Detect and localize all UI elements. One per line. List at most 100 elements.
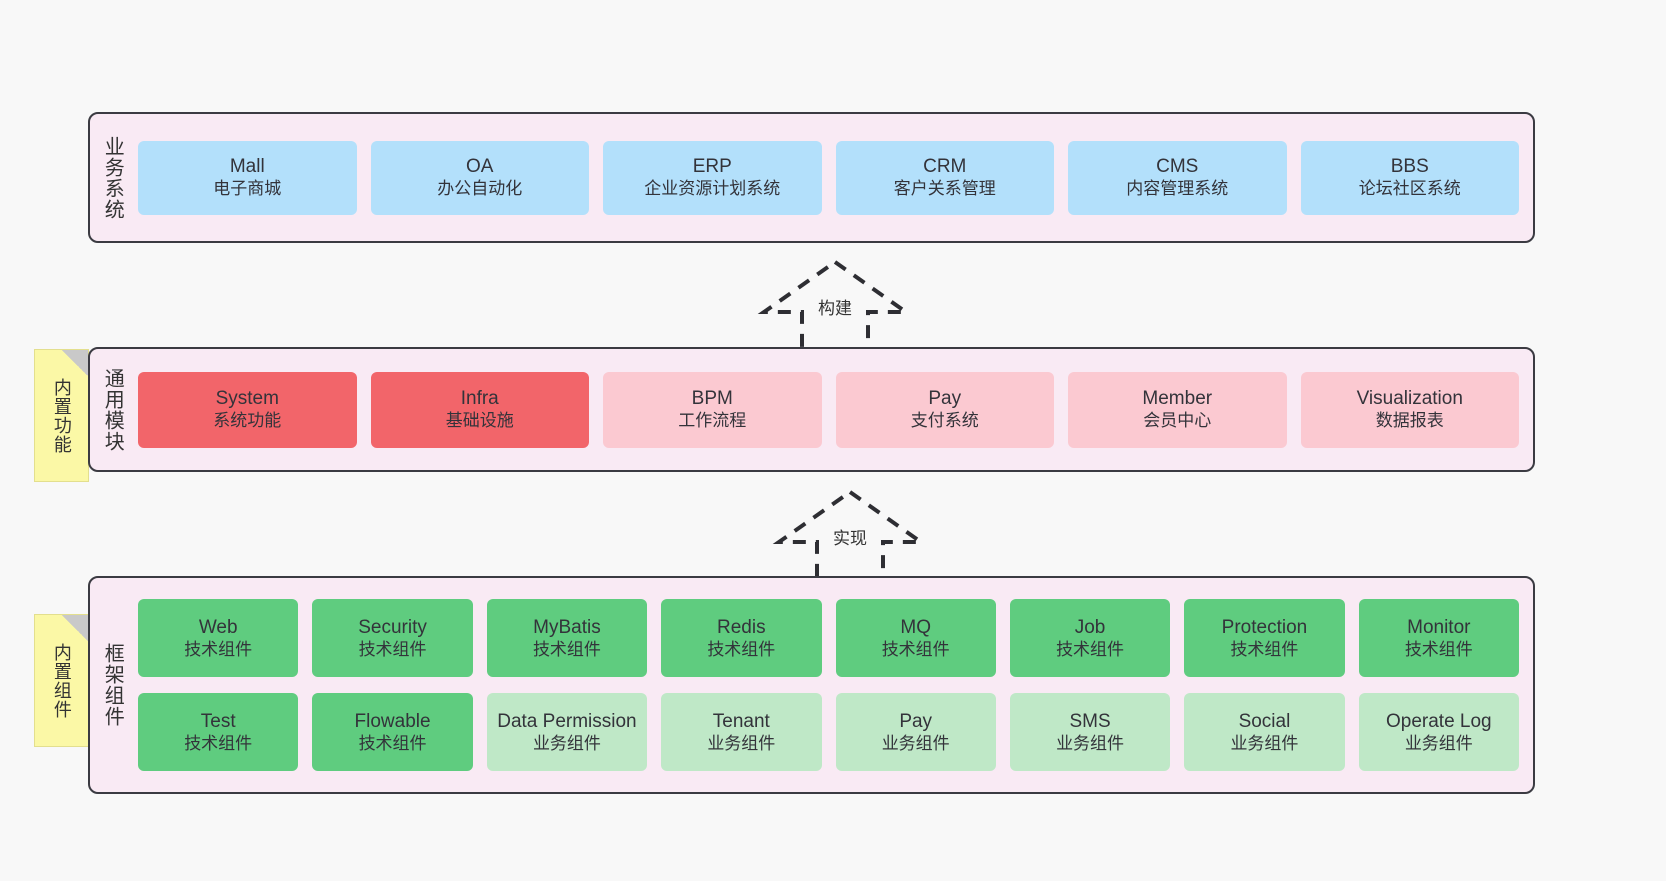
node-title: Pay — [928, 388, 962, 410]
node-visualization[interactable]: Visualization 数据报表 — [1300, 371, 1519, 448]
node-monitor[interactable]: Monitor 技术组件 — [1358, 599, 1519, 677]
node-member[interactable]: Member 会员中心 — [1068, 371, 1287, 448]
layer-framework-component: 框架组件 Web 技术组件 Security 技术组件 MyBatis 技术组件… — [88, 576, 1535, 794]
node-subtitle: 企业资源计划系统 — [644, 179, 781, 199]
node-subtitle: 技术组件 — [1230, 639, 1299, 659]
node-row: System 系统功能 Infra 基础设施 BPM 工作流程 Pay 支付系统… — [138, 371, 1519, 448]
node-redis[interactable]: Redis 技术组件 — [661, 599, 822, 677]
node-erp[interactable]: ERP 企业资源计划系统 — [603, 140, 822, 215]
node-bpm[interactable]: BPM 工作流程 — [603, 371, 822, 448]
sticky-note-builtin-component: 内置组件 — [34, 614, 89, 747]
layer-label-common-module: 通用模块 — [101, 367, 124, 452]
layer-body-business-system: Mall 电子商城 OA 办公自动化 ERP 企业资源计划系统 CRM 客户关系… — [134, 114, 1533, 241]
node-subtitle: 办公自动化 — [437, 179, 523, 199]
sticky-note-text: 内置组件 — [51, 642, 72, 719]
node-title: Infra — [460, 388, 499, 410]
node-row: Web 技术组件 Security 技术组件 MyBatis 技术组件 Redi… — [138, 599, 1519, 677]
node-title: Redis — [717, 616, 766, 638]
node-subtitle: 业务组件 — [1056, 733, 1125, 753]
node-subtitle: 工作流程 — [678, 411, 747, 431]
node-title: MQ — [900, 616, 931, 638]
node-title: CMS — [1156, 156, 1199, 178]
node-title: MyBatis — [533, 616, 601, 638]
node-crm[interactable]: CRM 客户关系管理 — [835, 140, 1054, 215]
arrow-implement: 实现 — [772, 488, 928, 583]
node-subtitle: 技术组件 — [358, 733, 427, 753]
node-title: Pay — [899, 710, 933, 732]
node-title: Member — [1142, 388, 1213, 410]
node-mq[interactable]: MQ 技术组件 — [835, 599, 996, 677]
node-title: Monitor — [1407, 616, 1471, 638]
node-subtitle: 技术组件 — [1056, 639, 1125, 659]
node-social[interactable]: Social 业务组件 — [1184, 693, 1345, 771]
node-subtitle: 论坛社区系统 — [1358, 179, 1461, 199]
node-pay[interactable]: Pay 支付系统 — [835, 371, 1054, 448]
node-subtitle: 客户关系管理 — [893, 179, 996, 199]
folded-corner-icon — [62, 350, 88, 376]
node-title: Protection — [1221, 616, 1308, 638]
node-title: Social — [1238, 710, 1291, 732]
node-title: Job — [1074, 616, 1106, 638]
arrow-outline — [772, 489, 928, 581]
folded-corner-icon — [62, 615, 88, 641]
arrow-outline — [757, 259, 913, 351]
node-subtitle: 技术组件 — [532, 639, 601, 659]
layer-business-system: 业务系统 Mall 电子商城 OA 办公自动化 ERP 企业资源计划系统 CRM… — [88, 112, 1535, 243]
node-protection[interactable]: Protection 技术组件 — [1184, 599, 1345, 677]
node-job[interactable]: Job 技术组件 — [1009, 599, 1171, 677]
node-subtitle: 支付系统 — [910, 411, 979, 431]
node-sms[interactable]: SMS 业务组件 — [1009, 693, 1171, 771]
node-subtitle: 内容管理系统 — [1126, 179, 1229, 199]
node-title: System — [215, 388, 279, 410]
layer-body-framework-component: Web 技术组件 Security 技术组件 MyBatis 技术组件 Redi… — [134, 578, 1533, 792]
node-row: Mall 电子商城 OA 办公自动化 ERP 企业资源计划系统 CRM 客户关系… — [138, 140, 1519, 215]
node-data-permission[interactable]: Data Permission 业务组件 — [486, 693, 648, 771]
node-tenant[interactable]: Tenant 业务组件 — [661, 693, 822, 771]
layer-body-common-module: System 系统功能 Infra 基础设施 BPM 工作流程 Pay 支付系统… — [134, 349, 1533, 470]
node-subtitle: 业务组件 — [707, 733, 776, 753]
node-title: Web — [198, 616, 238, 638]
layer-label-business-system: 业务系统 — [101, 135, 124, 220]
node-title: Mall — [229, 156, 265, 178]
node-subtitle: 业务组件 — [532, 733, 601, 753]
node-infra[interactable]: Infra 基础设施 — [370, 371, 589, 448]
node-cms[interactable]: CMS 内容管理系统 — [1068, 140, 1287, 215]
node-title: Security — [358, 616, 427, 638]
node-pay-business[interactable]: Pay 业务组件 — [835, 693, 996, 771]
node-subtitle: 系统功能 — [213, 411, 282, 431]
node-title: Operate Log — [1385, 710, 1492, 732]
node-subtitle: 业务组件 — [1230, 733, 1299, 753]
layer-label-framework-component: 框架组件 — [101, 643, 124, 727]
node-subtitle: 技术组件 — [1404, 639, 1473, 659]
node-oa[interactable]: OA 办公自动化 — [370, 140, 589, 215]
sticky-note-text: 内置功能 — [51, 377, 72, 454]
node-title: Test — [200, 710, 236, 732]
node-security[interactable]: Security 技术组件 — [312, 599, 473, 677]
node-title: CRM — [923, 156, 967, 178]
node-web[interactable]: Web 技术组件 — [138, 599, 299, 677]
node-mybatis[interactable]: MyBatis 技术组件 — [486, 599, 648, 677]
node-flowable[interactable]: Flowable 技术组件 — [312, 693, 473, 771]
node-title: Data Permission — [497, 710, 637, 732]
node-title: Flowable — [354, 710, 431, 732]
node-title: Tenant — [712, 710, 770, 732]
node-subtitle: 电子商城 — [213, 179, 282, 199]
node-subtitle: 技术组件 — [184, 639, 253, 659]
node-subtitle: 业务组件 — [1404, 733, 1473, 753]
arrow-build: 构建 — [757, 258, 913, 353]
node-title: BBS — [1390, 156, 1429, 178]
node-subtitle: 技术组件 — [881, 639, 950, 659]
node-title: OA — [466, 156, 494, 178]
node-mall[interactable]: Mall 电子商城 — [138, 140, 357, 215]
node-subtitle: 技术组件 — [707, 639, 776, 659]
node-system[interactable]: System 系统功能 — [138, 371, 357, 448]
node-subtitle: 会员中心 — [1143, 411, 1212, 431]
node-operate-log[interactable]: Operate Log 业务组件 — [1358, 693, 1519, 771]
node-test[interactable]: Test 技术组件 — [138, 693, 299, 771]
node-title: BPM — [691, 388, 733, 410]
node-subtitle: 业务组件 — [881, 733, 950, 753]
node-subtitle: 数据报表 — [1375, 411, 1444, 431]
node-bbs[interactable]: BBS 论坛社区系统 — [1300, 140, 1519, 215]
layer-common-module: 通用模块 System 系统功能 Infra 基础设施 BPM 工作流程 Pay… — [88, 347, 1535, 472]
